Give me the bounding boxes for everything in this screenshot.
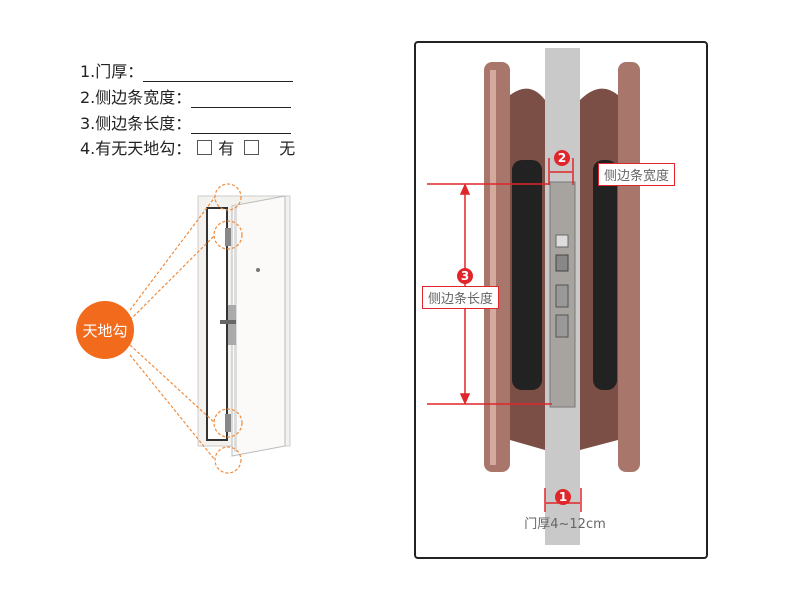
option-yes-label: 有 [218, 139, 235, 158]
option-no-label: 无 [279, 139, 296, 158]
question-label: 1.门厚： [80, 62, 144, 81]
answer-line[interactable] [191, 92, 292, 108]
question-top-bottom-hook: 4.有无天地勾： 有 无 [80, 135, 295, 159]
question-label: 3.侧边条长度： [80, 114, 192, 133]
question-label: 2.侧边条宽度： [80, 88, 192, 107]
marker-3: 3 [457, 268, 473, 284]
answer-line[interactable] [191, 118, 292, 134]
hook-badge [76, 301, 134, 359]
answer-line[interactable] [143, 66, 294, 82]
hook-callouts [129, 183, 243, 474]
question-label: 4.有无天地勾： [80, 139, 192, 158]
question-door-thickness: 1.门厚： [80, 58, 294, 82]
door-illustration [197, 195, 291, 457]
marker-1: 1 [555, 489, 571, 505]
door-thickness-text: 门厚4~12cm [524, 517, 606, 532]
question-strip-length: 3.侧边条长度： [80, 110, 292, 134]
checkbox-no[interactable] [244, 140, 260, 155]
checkbox-yes[interactable] [197, 140, 213, 155]
strip-length-label: 侧边条长度 [422, 286, 500, 309]
question-strip-width: 2.侧边条宽度： [80, 84, 292, 108]
marker-2: 2 [554, 150, 570, 166]
hook-badge-label: 天地勾 [82, 322, 128, 340]
strip-width-label: 侧边条宽度 [598, 163, 676, 186]
